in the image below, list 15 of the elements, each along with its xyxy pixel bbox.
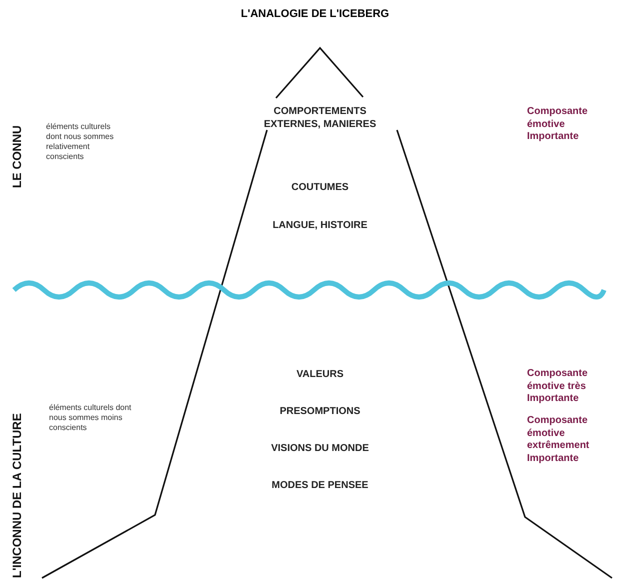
note-text: éléments culturels dont nous sommes moins conscients (49, 403, 132, 433)
emotion-note: Composante émotive Importante (527, 106, 589, 144)
layer-label: VISIONS DU MONDE (270, 443, 370, 456)
layer-label: LANGUE, HISTOIRE (272, 220, 368, 232)
layer-label: PRESOMPTIONS (278, 406, 362, 418)
layer-label: VALEURS (295, 369, 345, 382)
note-text: éléments culturels dont nous sommes relativement conscients (46, 122, 115, 162)
title: L'ANALOGIE DE L'ICEBERG (240, 8, 390, 20)
layer-label: MODES DE PENSEE (270, 480, 370, 492)
emotion-note: Composante émotive extrêmement Importante (527, 415, 590, 465)
layer-label: COMPORTEMENTS EXTERNES, MANIERES (262, 106, 378, 131)
section-heading: L'INCONNU DE LA CULTURE (10, 413, 25, 578)
emotion-note: Composante émotive très Importante (527, 368, 589, 406)
section-heading: LE CONNU (10, 125, 25, 188)
layer-label: COUTUMES (290, 182, 350, 194)
